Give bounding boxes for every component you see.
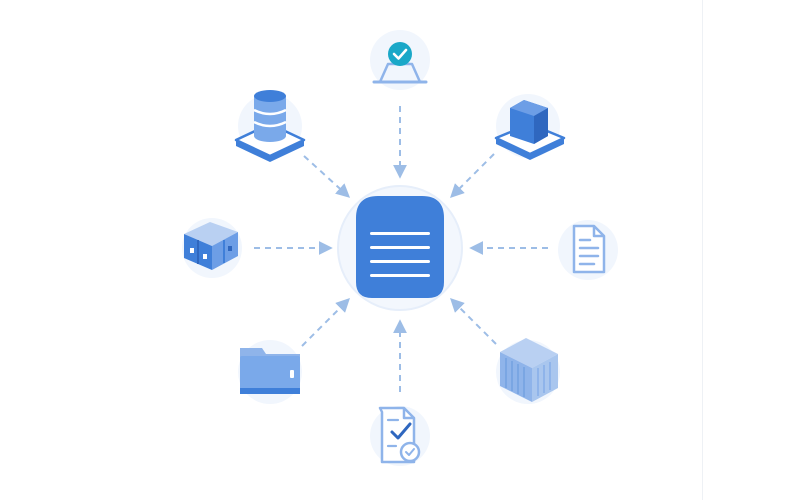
document-list-icon	[356, 196, 444, 298]
edge-top-right	[450, 153, 495, 198]
node-left	[182, 218, 242, 278]
node-right	[558, 220, 618, 280]
shipping-container-icon	[500, 338, 558, 402]
storage-building-icon	[184, 222, 238, 270]
edges	[254, 106, 548, 392]
edge-bottom-right	[450, 298, 497, 345]
hub-node	[337, 185, 463, 311]
laptop-check-icon	[372, 42, 428, 84]
node-bottom	[370, 406, 430, 466]
node-top-left	[234, 90, 306, 162]
document-icon	[572, 224, 606, 274]
node-bottom-right	[496, 338, 560, 404]
database-icon	[234, 90, 306, 162]
server-block-icon	[494, 100, 566, 160]
node-top	[370, 30, 430, 90]
panel-divider	[702, 0, 703, 500]
node-top-right	[494, 94, 566, 160]
checklist-document-icon	[378, 406, 421, 464]
node-bottom-left	[238, 340, 302, 404]
folder-icon	[240, 348, 300, 394]
edge-top-left	[303, 155, 351, 198]
edge-bottom-left	[301, 298, 350, 347]
